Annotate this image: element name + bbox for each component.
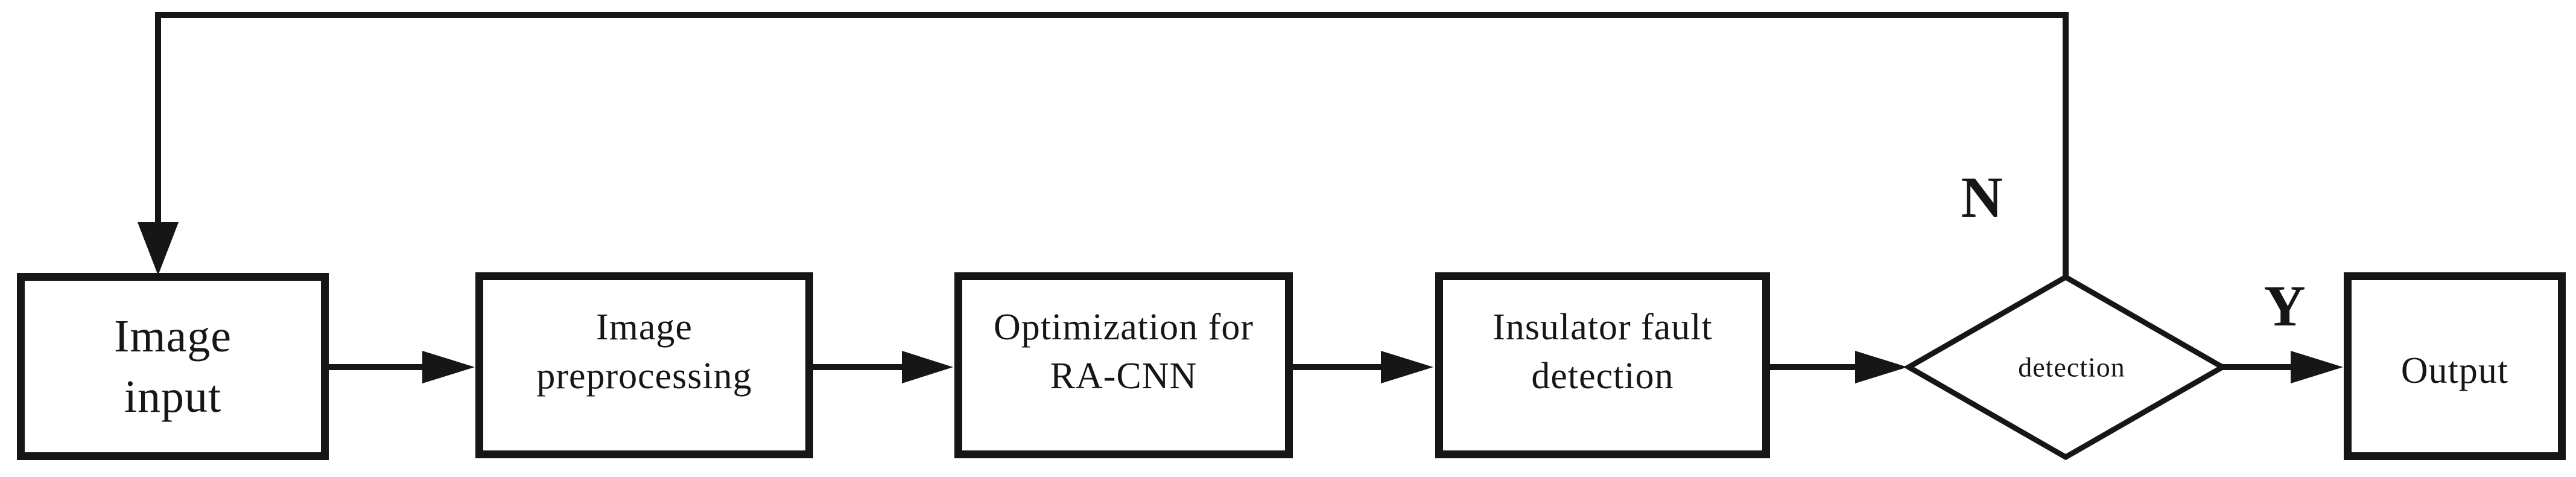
arrowhead-fault-detection-to-decision-icon xyxy=(1855,351,1908,383)
node-image-input-label: Image input xyxy=(114,306,232,427)
arrowhead-optimization-to-fault-detection-icon xyxy=(1381,351,1433,383)
arrowhead-input-to-preprocessing-icon xyxy=(422,351,475,383)
node-image-preprocessing: Image preprocessing xyxy=(475,272,813,458)
node-output: Output xyxy=(2344,272,2566,460)
arrowhead-preprocessing-to-optimization-icon xyxy=(902,351,953,383)
node-optimization-ra-cnn: Optimization for RA-CNN xyxy=(954,272,1293,458)
branch-label-yes: Y xyxy=(2264,274,2306,338)
feedback-loop-line xyxy=(155,12,2069,279)
branch-label-no: N xyxy=(1961,165,2003,229)
node-insulator-fault-detection-label: Insulator fault detection xyxy=(1493,303,1713,427)
node-image-preprocessing-label: Image preprocessing xyxy=(536,303,752,427)
node-image-input-line2: input xyxy=(124,371,222,422)
node-image-preprocessing-line2: preprocessing xyxy=(536,355,752,397)
node-optimization-ra-cnn-line1: Optimization for xyxy=(994,306,1254,348)
node-insulator-fault-detection-line1: Insulator fault xyxy=(1493,306,1713,348)
node-optimization-ra-cnn-label: Optimization for RA-CNN xyxy=(994,303,1254,427)
node-image-preprocessing-line1: Image xyxy=(596,306,693,348)
node-image-input-line1: Image xyxy=(114,310,232,362)
node-optimization-ra-cnn-line2: RA-CNN xyxy=(1050,355,1198,397)
node-insulator-fault-detection-line2: detection xyxy=(1531,355,1674,397)
arrowhead-decision-to-output-icon xyxy=(2291,351,2343,383)
node-insulator-fault-detection: Insulator fault detection xyxy=(1435,272,1770,458)
decision-diamond-label: detection xyxy=(2018,351,2125,383)
feedback-arrowhead-icon xyxy=(138,222,179,275)
node-output-label: Output xyxy=(2400,350,2509,392)
node-image-input: Image input xyxy=(17,273,329,460)
